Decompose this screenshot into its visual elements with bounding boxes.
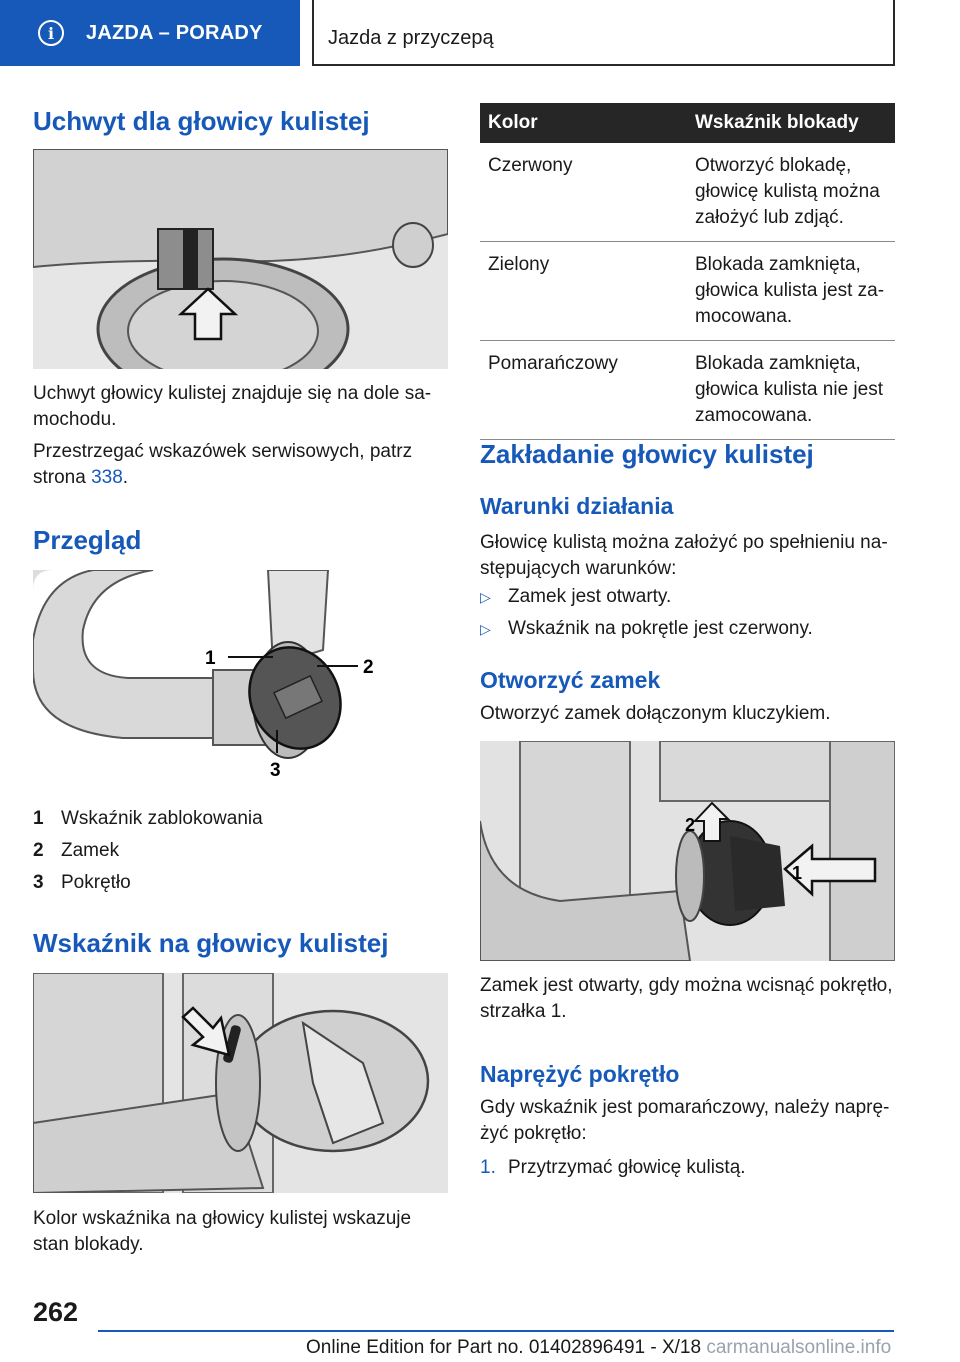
- heading-ball-holder: Uchwyt dla głowicy kulistej: [33, 106, 370, 136]
- triangle-bullet-icon: ▷: [480, 588, 491, 605]
- service-note: Przestrzegać wskazówek serwisowych, patr…: [33, 439, 448, 491]
- footer-divider: [98, 1330, 894, 1332]
- indicator-illustration: [33, 973, 448, 1193]
- open-lock-illustration: 2 1: [480, 741, 895, 961]
- section-tab-label: JAZDA – PORADY: [86, 21, 263, 44]
- lock-indicator-illustration: [33, 973, 448, 1193]
- page-header-title: Jazda z przyczepą: [312, 0, 895, 66]
- table-cell: Czerwony: [480, 143, 687, 242]
- key-lock-illustration: 2 1: [480, 741, 895, 961]
- service-note-end: .: [122, 467, 129, 488]
- legend-num: 3: [33, 872, 44, 893]
- list-item: 1. Przytrzymać głowicę kulistą.: [480, 1157, 746, 1179]
- table-cell: Blokada zamknięta, głowica kulista jest …: [687, 241, 895, 341]
- callout-3: 3: [270, 760, 281, 781]
- ball-head-overview-illustration: 1 2 3: [33, 570, 448, 790]
- table-row: Pomarańczowy Blokada zamknięta, głowica …: [480, 340, 895, 440]
- heading-mount: Zakładanie głowicy kulistej: [480, 439, 814, 469]
- legend-item: 3 Pokrętło: [33, 867, 263, 899]
- legend-num: 2: [33, 840, 44, 861]
- legend-num: 1: [33, 808, 44, 829]
- table-cell: Zielony: [480, 241, 687, 341]
- img-callout-2: 2: [685, 815, 695, 835]
- step-number: 1.: [480, 1157, 496, 1178]
- page-link-338[interactable]: 338: [91, 467, 123, 488]
- col-header-indicator: Wskaźnik blokady: [687, 103, 895, 143]
- tension-text: Gdy wskaźnik jest pomarańczowy, należy n…: [480, 1097, 890, 1144]
- table-cell: Blokada zamknięta, głowica kulista nie j…: [687, 340, 895, 440]
- overview-legend: 1 Wskaźnik zablokowania 2 Zamek 3 Pokrętło: [33, 803, 263, 899]
- table-row: Czerwony Otworzyć blokadę, głowicę kulis…: [480, 143, 895, 242]
- table-header-row: Kolor Wskaźnik blokady: [480, 103, 895, 143]
- list-item: ▷ Wskaźnik na pokrętle jest czerwony.: [480, 618, 813, 640]
- legend-text: Zamek: [61, 840, 120, 861]
- heading-indicator: Wskaźnik na głowicy kulistej: [33, 928, 389, 958]
- legend-item: 1 Wskaźnik zablokowania: [33, 803, 263, 835]
- list-item-text: Zamek jest otwarty.: [508, 586, 672, 607]
- conditions-text: Głowicę kulistą można założyć po spełnie…: [480, 532, 888, 579]
- callout-2: 2: [363, 657, 374, 678]
- list-item: ▷ Zamek jest otwarty.: [480, 586, 671, 608]
- overview-illustration: 1 2 3: [33, 570, 448, 790]
- footer-edition: Online Edition for Part no. 01402896491 …: [306, 1337, 891, 1359]
- legend-text: Wskaźnik zablokowania: [61, 808, 263, 829]
- legend-text: Pokrętło: [61, 872, 131, 893]
- section-tab[interactable]: i JAZDA – PORADY: [0, 0, 300, 66]
- callout-1: 1: [205, 648, 216, 669]
- indicator-description: Kolor wskaźnika na głowicy kulistej wska…: [33, 1208, 412, 1255]
- table-cell: Pomarańczowy: [480, 340, 687, 440]
- holder-illustration: [33, 149, 448, 369]
- col-header-color: Kolor: [480, 103, 687, 143]
- legend-item: 2 Zamek: [33, 835, 263, 867]
- heading-tension: Naprężyć pokrętło: [480, 1061, 680, 1087]
- info-icon: i: [38, 20, 64, 46]
- list-item-text: Przytrzymać głowicę kulistą.: [508, 1157, 746, 1178]
- lock-open-description: Zamek jest otwarty, gdy można wcisnąć po…: [480, 975, 893, 1022]
- triangle-bullet-icon: ▷: [480, 620, 491, 637]
- list-item-text: Wskaźnik na pokrętle jest czerwony.: [508, 618, 813, 639]
- watermark: carmanualsonline.info: [706, 1337, 892, 1358]
- page-number: 262: [33, 1297, 79, 1327]
- service-note-text: Przestrzegać wskazówek serwisowych, patr…: [33, 441, 413, 488]
- heading-open-lock: Otworzyć zamek: [480, 667, 661, 693]
- open-lock-text: Otworzyć zamek dołączonym kluczykiem.: [480, 703, 831, 724]
- table-cell: Otworzyć blokadę, głowicę kulistą można …: [687, 143, 895, 242]
- indicator-color-table: Kolor Wskaźnik blokady Czerwony Otworzyć…: [480, 103, 895, 440]
- table-row: Zielony Blokada zamknięta, głowica kulis…: [480, 241, 895, 341]
- holder-description: Uchwyt głowicy kulistej znajduje się na …: [33, 383, 432, 430]
- heading-conditions: Warunki działania: [480, 493, 674, 519]
- heading-overview: Przegląd: [33, 525, 142, 555]
- img-callout-1: 1: [792, 863, 802, 883]
- car-underside-illustration: [33, 149, 448, 369]
- footer-edition-text: Online Edition for Part no. 01402896491 …: [306, 1337, 702, 1358]
